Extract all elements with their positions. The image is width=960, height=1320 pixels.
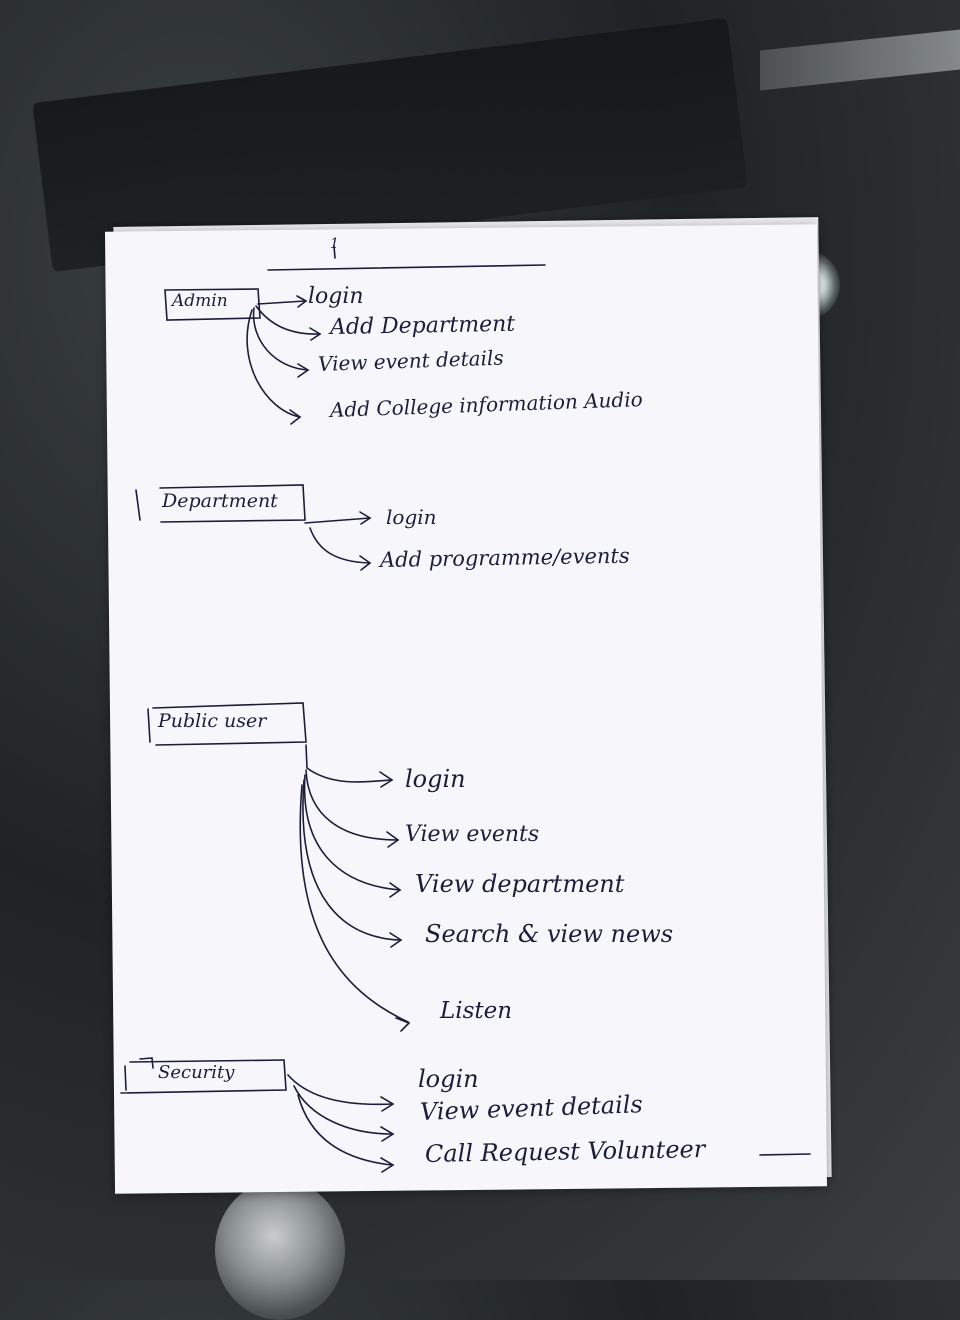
ink-strokes	[120, 245, 811, 1173]
department-action-login: login	[386, 505, 437, 529]
admin-action-add-department: Add Department	[329, 311, 516, 340]
department-action-add-programme: Add programme/events	[379, 543, 630, 572]
public-action-search-view-news: Search & view news	[425, 920, 674, 948]
role-box-public-user: Public user	[158, 710, 267, 732]
public-action-listen: Listen	[440, 998, 513, 1024]
role-box-department: Department	[162, 490, 278, 512]
public-action-view-department: View department	[415, 870, 625, 898]
role-box-security: Security	[158, 1062, 235, 1083]
security-action-call-request-volunteer: Call Request Volunteer	[424, 1135, 706, 1168]
security-action-login: login	[418, 1065, 479, 1093]
public-action-view-events: View events	[405, 822, 540, 847]
admin-action-login: login	[308, 284, 364, 309]
public-action-login: login	[405, 765, 466, 793]
page-mark: 1	[330, 236, 339, 252]
role-box-admin: Admin	[172, 291, 228, 311]
